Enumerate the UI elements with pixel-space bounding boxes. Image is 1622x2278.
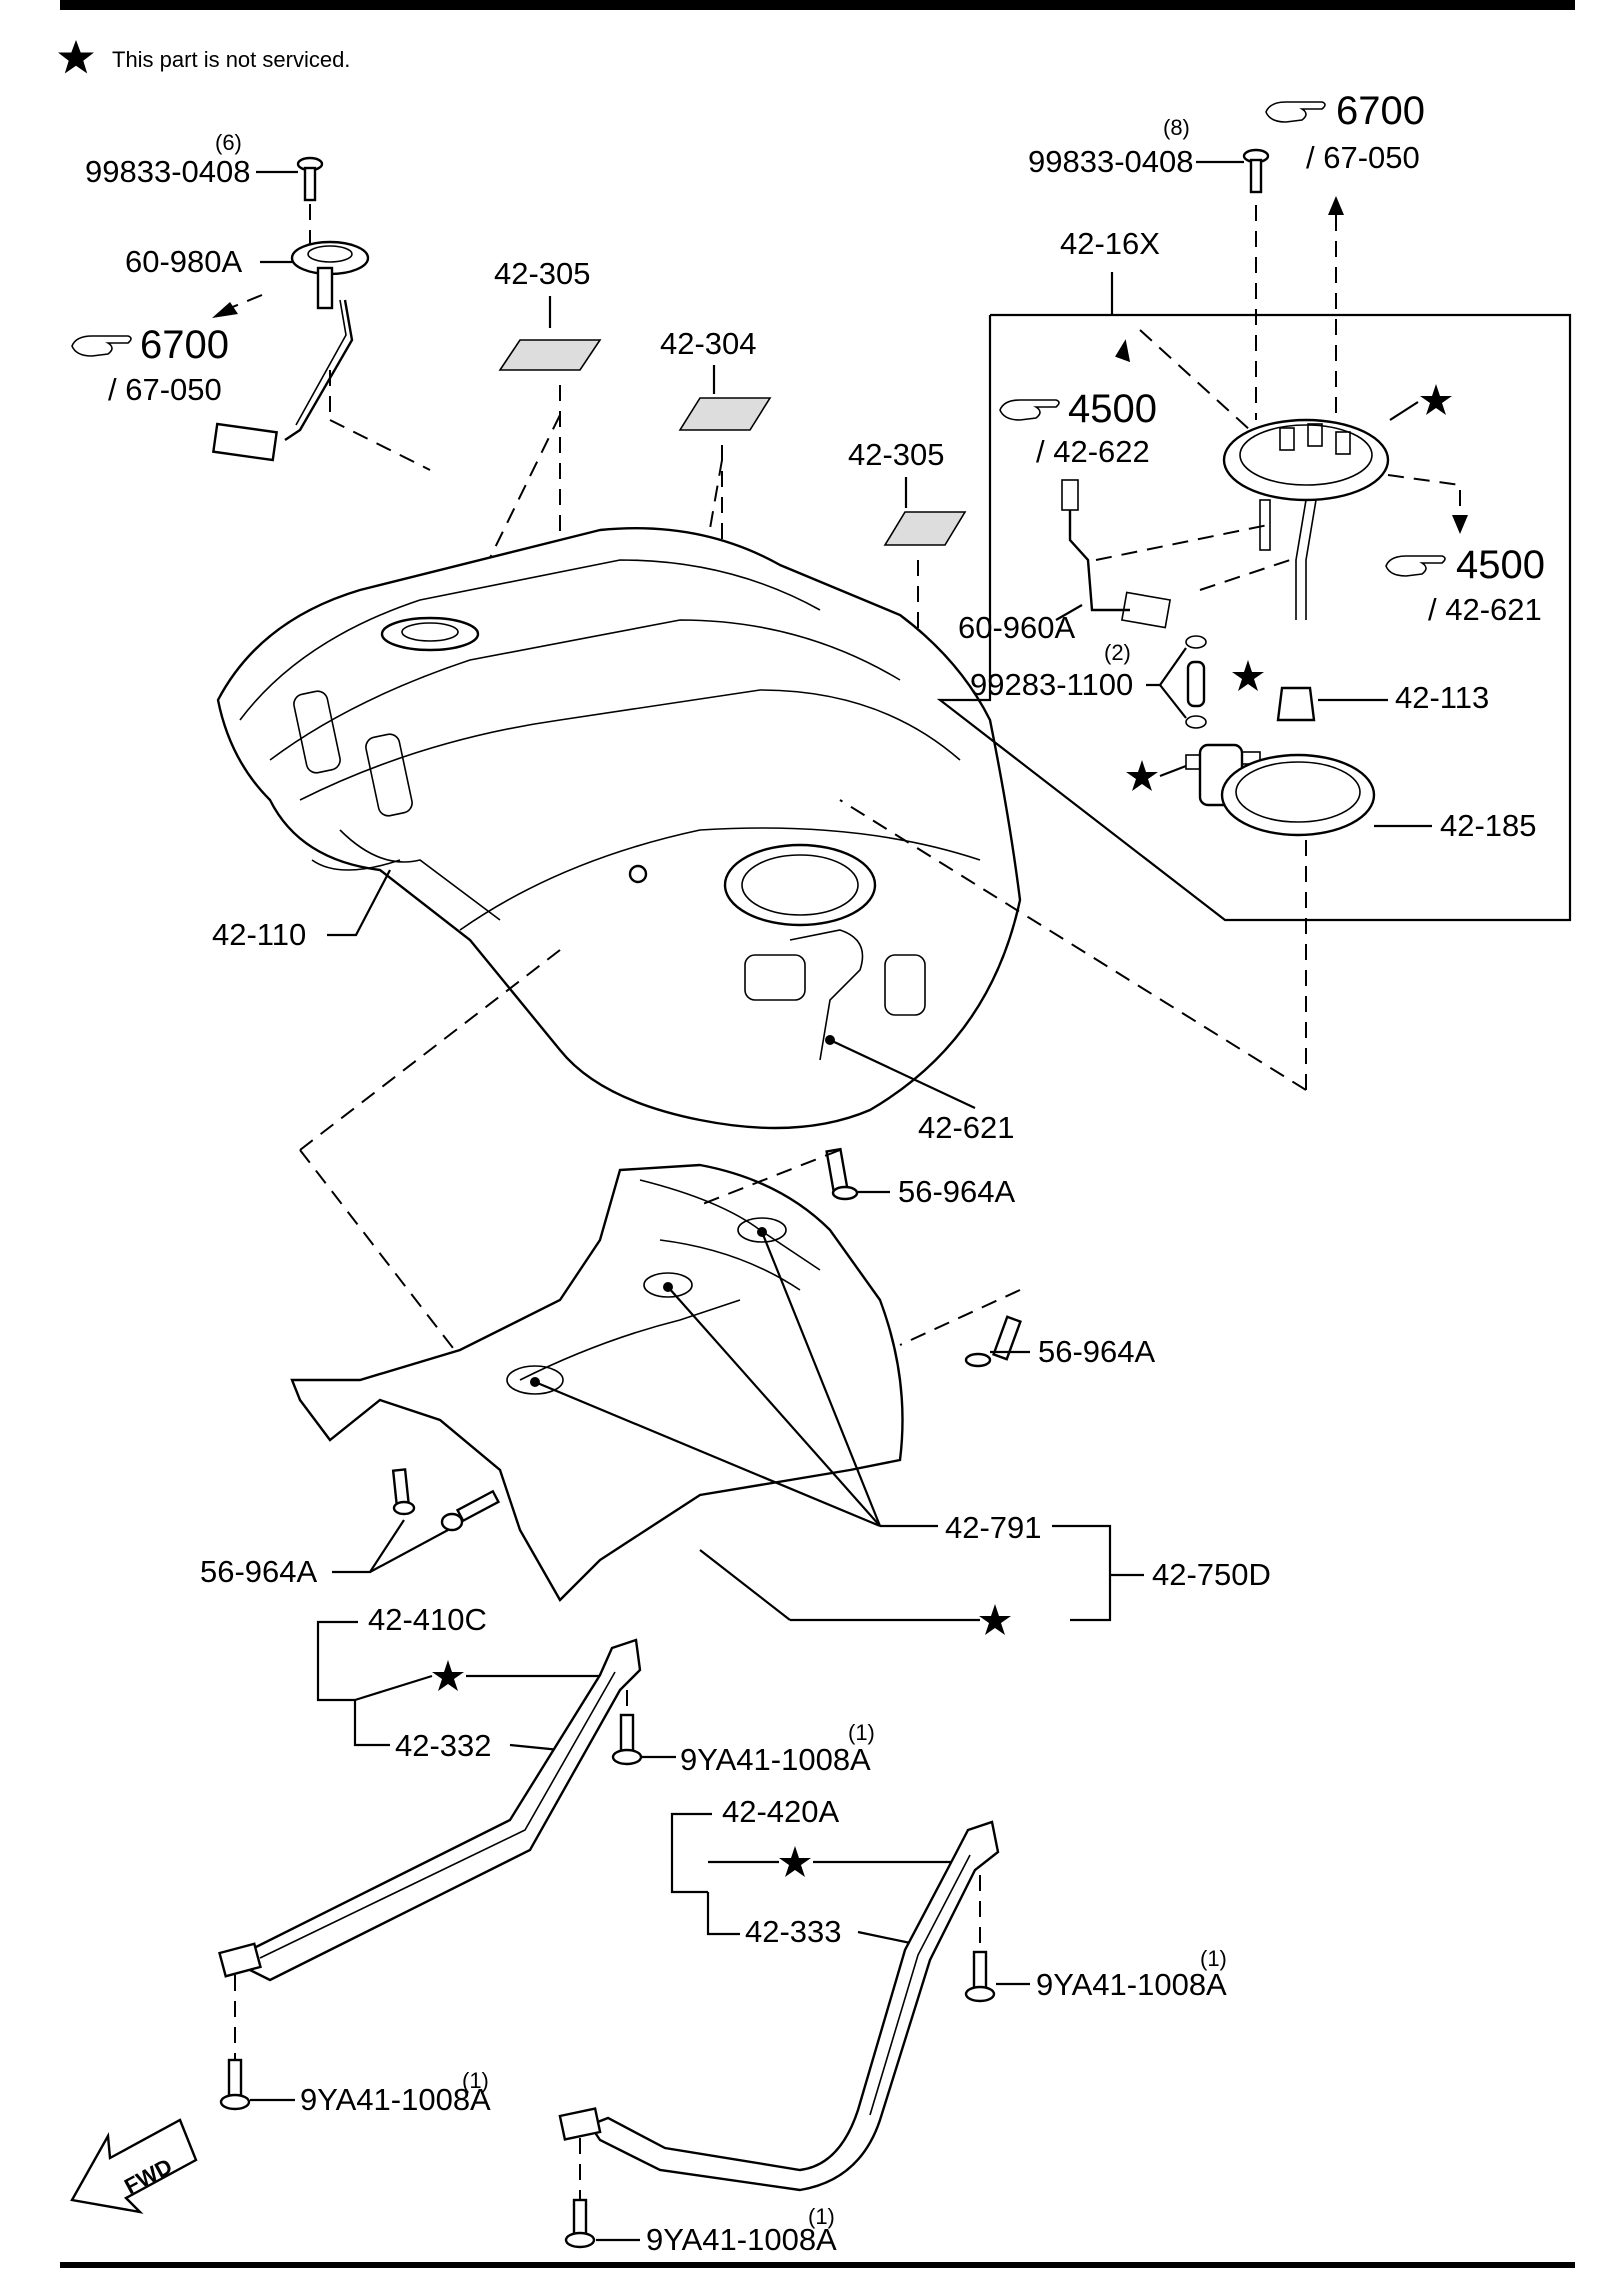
wire-harness-icon — [1061, 479, 1172, 629]
star-icon — [432, 1660, 464, 1691]
bolt-c-part: 9YA41-1008A — [300, 2082, 491, 2117]
cushion-icon — [1276, 686, 1316, 722]
pad-305-b: 42-305 — [639, 437, 967, 761]
ref-6700-right: 6700 / 67-050 — [1265, 89, 1425, 175]
clip-icon — [391, 1468, 501, 1532]
bolt-icon — [219, 2058, 251, 2111]
band-332-label: 42-332 — [395, 1728, 492, 1763]
bolt-top-left-qty: (6) — [215, 130, 242, 155]
bolt-b-qty: (1) — [1200, 1946, 1227, 1971]
sender-unit-group: (6) 99833-0408 60-980A 6700 / 67-050 — [71, 130, 431, 471]
star-icon — [1126, 760, 1158, 791]
hose-clamp-icon — [1185, 635, 1207, 729]
ref-4500-a-num: 4500 — [1068, 387, 1157, 431]
insulator-group: 56-964A 56-964A 56-964A 42-791 42-750D — [200, 949, 1271, 1635]
pointing-hand-icon — [1265, 101, 1326, 123]
bolt-a-qty: (1) — [848, 1720, 875, 1745]
clip-a-label: 56-964A — [898, 1174, 1016, 1209]
bolt-icon — [1242, 148, 1270, 194]
sender-unit-label: 60-980A — [125, 244, 243, 279]
star-icon — [1232, 660, 1264, 691]
star-icon — [979, 1604, 1011, 1635]
fuel-pump-icon — [1222, 418, 1390, 620]
insulator-icon — [290, 1163, 904, 1602]
legend: This part is not serviced. — [58, 40, 350, 74]
pointing-hand-icon — [999, 399, 1060, 421]
band-set-410-label: 42-410C — [368, 1602, 487, 1637]
legend-note: This part is not serviced. — [112, 47, 350, 72]
ref-4500-a: 4500 / 42-622 — [999, 387, 1157, 469]
tank-band-front-group: 42-410C 42-332 (1) 9YA41-1008A (1) 9YA — [218, 1602, 875, 2117]
bottom-rule — [60, 2262, 1575, 2268]
band-set-420-label: 42-420A — [722, 1794, 840, 1829]
ref-6700-left: 6700 / 67-050 — [71, 323, 229, 407]
tank-label-group: 42-110 42-621 — [212, 869, 1015, 1145]
ref-6700-left-sub: / 67-050 — [108, 372, 222, 407]
tank-band-icon — [218, 1638, 642, 1982]
clip-icon — [825, 1147, 859, 1201]
star-icon — [779, 1846, 811, 1877]
ref-6700-left-num: 6700 — [140, 323, 229, 367]
star-icon — [1420, 384, 1452, 415]
bolt-top-right-qty: (8) — [1163, 115, 1190, 140]
star-icon — [58, 40, 94, 74]
ref-4500-a-sub: / 42-622 — [1036, 434, 1150, 469]
tank-band-icon — [558, 1820, 1000, 2192]
ring-label: 42-185 — [1440, 808, 1537, 843]
bolt-a-part: 9YA41-1008A — [680, 1742, 871, 1777]
sender-unit-icon — [211, 240, 370, 462]
ref-4500-b: 4500 / 42-621 — [1385, 543, 1545, 627]
ref-4500-b-num: 4500 — [1456, 543, 1545, 587]
bolt-c-qty: (1) — [462, 2068, 489, 2093]
bolt-icon — [564, 2198, 596, 2249]
pad-304: 42-304 — [660, 326, 772, 701]
ref-6700-right-sub: / 67-050 — [1306, 140, 1420, 175]
bolt-icon — [964, 1950, 996, 2003]
bolt-b-part: 9YA41-1008A — [1036, 1967, 1227, 2002]
pad-305-b-label: 42-305 — [848, 437, 945, 472]
pad-305-a-label: 42-305 — [494, 256, 591, 291]
band-333-label: 42-333 — [745, 1914, 842, 1949]
pad-305-a: 42-305 — [439, 256, 602, 661]
lock-ring-icon — [1220, 753, 1376, 837]
bolt-top-left-part: 99833-0408 — [85, 154, 251, 189]
bolt-icon — [611, 1713, 643, 1766]
clamp-qty: (2) — [1104, 640, 1131, 665]
bolt-d-part: 9YA41-1008A — [646, 2222, 837, 2257]
top-rule — [60, 0, 1575, 10]
pad-304-label: 42-304 — [660, 326, 757, 361]
tank-label: 42-110 — [212, 917, 306, 952]
insulator-set-label: 42-750D — [1152, 1557, 1271, 1592]
clip-icon — [964, 1315, 1022, 1368]
fuel-tank-icon — [216, 527, 1022, 1130]
cushion-label: 42-113 — [1395, 680, 1489, 715]
wire-60960A-label: 60-960A — [958, 610, 1076, 645]
tank-band-rear-group: 42-420A 42-333 (1) 9YA41-1008A (1) 9YA — [558, 1794, 1227, 2257]
ref-6700-right-num: 6700 — [1336, 89, 1425, 133]
clip-c-label: 56-964A — [200, 1554, 318, 1589]
fwd-arrow-icon: FWD — [70, 2118, 198, 2214]
clamp-part: 99283-1100 — [970, 667, 1133, 702]
pump-assembly-group: (8) 99833-0408 6700 / 67-050 42-16X 4500… — [839, 89, 1572, 1091]
bolt-d-qty: (1) — [808, 2204, 835, 2229]
pointing-hand-icon — [71, 335, 132, 357]
pointing-hand-icon — [1385, 555, 1446, 577]
tube-621-label: 42-621 — [918, 1110, 1015, 1145]
clip-b-label: 56-964A — [1038, 1334, 1156, 1369]
bolt-top-right-part: 99833-0408 — [1028, 144, 1194, 179]
pump-assembly-label: 42-16X — [1060, 226, 1160, 261]
ref-4500-b-sub: / 42-621 — [1428, 592, 1542, 627]
insulator-label: 42-791 — [945, 1510, 1042, 1545]
bolt-icon — [296, 156, 324, 202]
